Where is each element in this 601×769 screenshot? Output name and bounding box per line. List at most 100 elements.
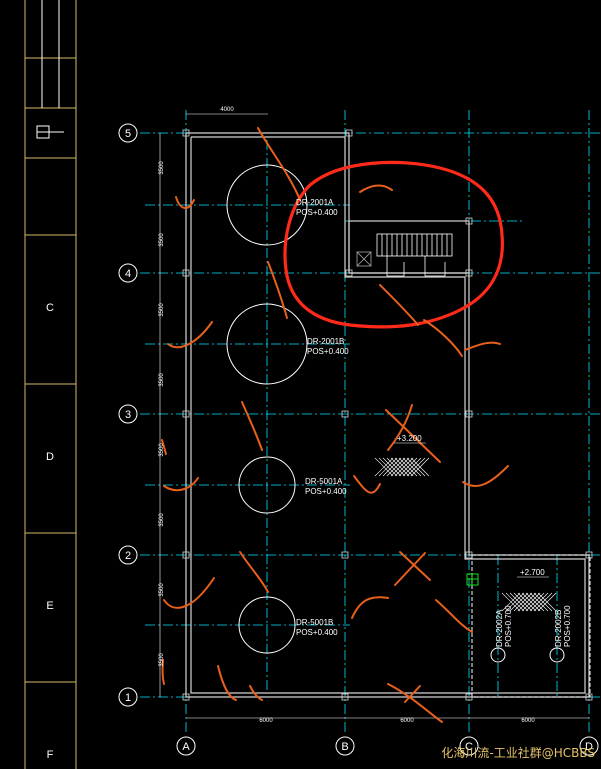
column-marker [341,551,349,559]
dimension-text-rotated: 3500 [159,583,165,597]
dimension-text: 4000 [220,107,234,113]
column-marker [465,217,473,225]
column-marker [182,129,190,137]
grid-bubble-row [118,263,138,283]
grid-bubble-row [118,404,138,424]
vessel-pos: POS+0.400 [307,347,349,356]
dimension-text-rotated: 3500 [159,303,165,317]
grid-label-col: C [465,741,473,753]
stair-detail [356,233,453,277]
vessel-pos: POS+0.700 [504,605,513,647]
vessel-circle [238,456,296,514]
dimension-text: 3500 [159,161,165,175]
column-marker [465,269,473,277]
hatch-line [529,592,549,612]
vessel-pos: POS+0.400 [296,208,338,217]
column-marker [345,269,353,277]
grid-bubble-col [459,736,479,756]
title-block-row-letter: D [46,451,54,463]
column-marker [345,129,353,137]
dimension-text: 3500 [159,513,165,527]
grid-label-col: D [585,741,593,753]
hatch-line [537,592,557,612]
vessel-tag: DR-5001A [305,477,343,486]
dimension-text-rotated: 3500 [159,653,165,667]
building-outline [185,132,591,698]
vessel-tag: DR-2002A [495,609,504,647]
grid-label-row: 4 [125,268,131,280]
hatch-line [402,457,422,477]
grid-label-col: A [182,741,190,753]
dimension-text: 6000 [259,718,273,724]
column-marker [182,410,190,418]
grid-bubble-col [579,736,599,756]
hatch-line [533,592,553,612]
dimension-text: 6000 [400,718,414,724]
column-marker [182,551,190,559]
column-marker [585,693,593,701]
vessel-circle-small [490,647,506,663]
title-block [24,0,77,769]
vessel-pos: POS+0.700 [563,605,572,647]
grid-label-row: 5 [125,128,131,140]
elevation-label: +3.200 [397,434,422,443]
dimension-text-rotated: 3500 [159,373,165,387]
watermark: 化海川流-工业社群@HCBBS [441,746,595,760]
column-marker [465,693,473,701]
grid-label-row: 1 [125,692,131,704]
vessel-tag: DR-2001A [296,198,334,207]
dimension-text-rotated: 3500 [159,513,165,527]
dimension-text-rotated: 3500 [159,161,165,175]
vessel-circle [226,164,308,246]
grid-label-row: 3 [125,409,131,421]
dimension-text-rotated: 3500 [159,233,165,247]
dimension-text: 3500 [159,583,165,597]
grid-label-row: 2 [125,550,131,562]
elevation-label: +2.700 [520,568,545,577]
column-marker [465,410,473,418]
grid-bubble-row [118,123,138,143]
grid-axes [140,110,600,735]
vessel-tag: DR-5001B [296,618,333,627]
column-marker [182,693,190,701]
column-marker [341,410,349,418]
vessels [226,164,565,663]
hatch-line [406,457,426,477]
grid-bubble-row [118,545,138,565]
green-highlight-symbol [466,573,479,586]
vessel-circle-small [549,647,565,663]
title-block-row-letter: E [46,600,53,612]
column-marker [182,269,190,277]
dimension-lines [159,113,589,719]
title-block-small-symbol [36,125,64,139]
dimension-text: 3500 [159,373,165,387]
column-marker [465,551,473,559]
vessel-circle [238,596,296,654]
grid-bubble-col [176,736,196,756]
vessel-pos: POS+0.400 [305,487,347,496]
vessel-tag: DR-2002B [554,610,563,647]
grid-bubble-col [335,736,355,756]
dimension-text: 3500 [159,303,165,317]
markup-strokes [161,127,509,723]
dimension-text: 3500 [159,653,165,667]
grid-label-col: B [341,741,348,753]
dimension-text: 3500 [159,443,165,457]
revision-cloud [283,160,504,329]
vessel-tag: DR-2001B [307,337,344,346]
vessel-circle [226,303,308,385]
hatch-line [410,457,430,477]
dimension-text: 3500 [159,233,165,247]
title-block-row-letter: F [47,749,54,761]
dimension-text-rotated: 3500 [159,443,165,457]
vessel-pos: POS+0.400 [296,628,338,637]
column-marker [585,551,593,559]
hatch-patches [374,457,557,612]
title-block-row-letter: C [46,302,54,314]
column-markers [182,129,593,701]
dimension-text: 6000 [521,718,535,724]
